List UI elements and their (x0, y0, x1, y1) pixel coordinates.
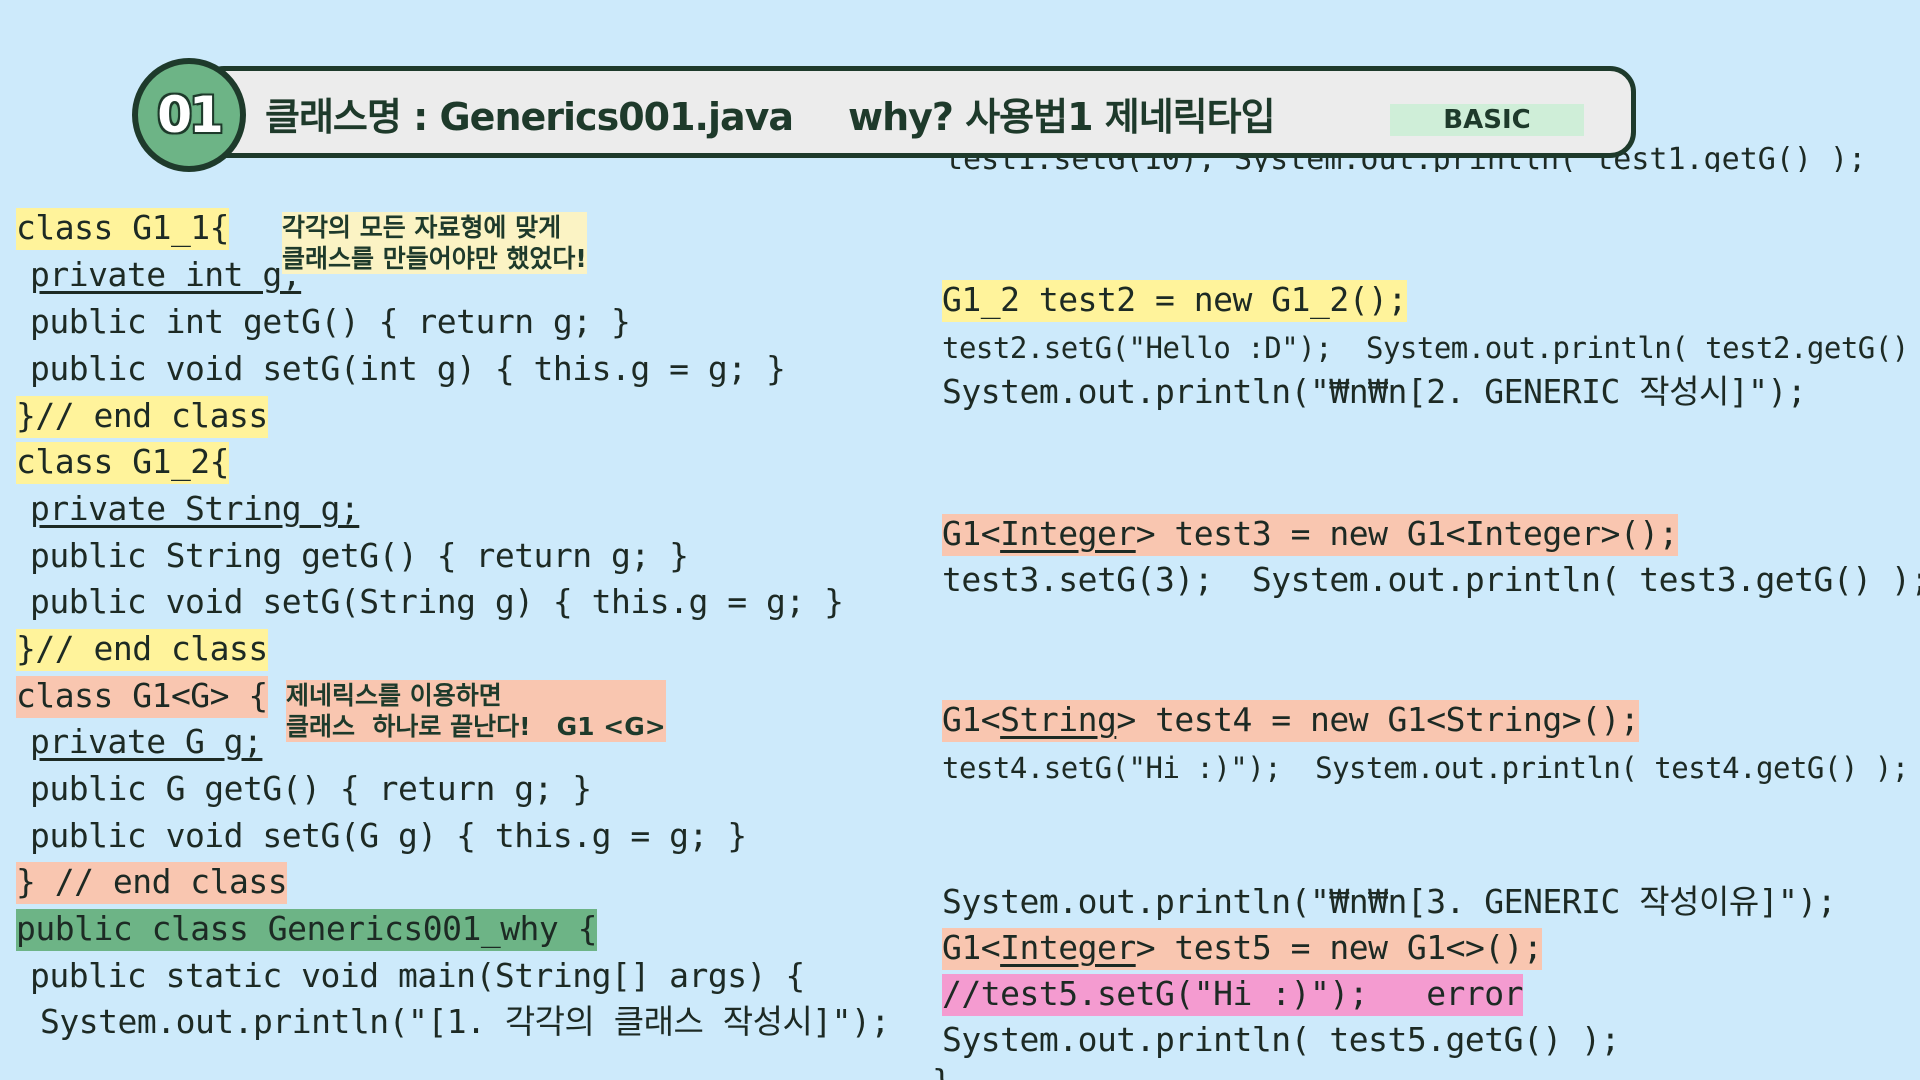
code-line: } // end class (16, 862, 288, 904)
code-token: G1< (942, 928, 1001, 967)
code-line: public int getG() { return g; } (30, 302, 631, 341)
code-line: System.out.println("₩n₩n[2. GENERIC 작성시]… (942, 372, 1807, 411)
code-token: G1< (942, 700, 1001, 739)
note-text: 클래스를 만들어야만 했었다! (282, 244, 587, 273)
code-token: > test4 = new G1<String>(); (1116, 700, 1640, 739)
note-generics-one-class: 제네릭스를 이용하면 클래스 하나로 끝난다! G1 <G> (286, 680, 666, 742)
note-text: 제네릭스를 이용하면 (286, 681, 502, 710)
topic-subtitle: why? 사용법1 제네릭타입 (848, 95, 1276, 139)
code-line: G1<Integer> test5 = new G1<>(); (942, 928, 1543, 970)
code-line: test4.setG("Hi :)"); System.out.println(… (942, 751, 1909, 785)
code-line: G1<String> test4 = new G1<String>(); (942, 700, 1640, 742)
class-name-title: 클래스명 : Generics001.java (265, 95, 794, 139)
code-token-type: Integer (1000, 928, 1136, 967)
code-line: System.out.println( test5.getG() ); (942, 1020, 1620, 1059)
code-line: }// end class (16, 396, 268, 438)
code-line: public void setG(int g) { this.g = g; } (30, 349, 786, 388)
code-line: G1<Integer> test3 = new G1<Integer>(); (942, 514, 1678, 556)
code-line: class G1_2{ (16, 442, 230, 484)
code-line: G1_2 test2 = new G1_2(); (942, 280, 1407, 322)
code-token: > test3 = new G1<Integer>(); (1135, 514, 1679, 553)
code-line: public void setG(G g) { this.g = g; } (30, 816, 747, 855)
note-text: 각각의 모든 자료형에 맞게 (282, 213, 562, 242)
code-line: private int g; (30, 255, 302, 294)
code-line: public void setG(String g) { this.g = g;… (30, 582, 844, 621)
code-line: public static void main(String[] args) { (30, 956, 805, 995)
code-line: test2.setG("Hello :D"); System.out.print… (942, 331, 1920, 365)
note-text: 클래스 하나로 끝난다! G1 <G> (286, 712, 666, 741)
code-line: }// end class (16, 629, 268, 671)
code-line: public class Generics001_why { (16, 909, 598, 951)
slide-number-badge: 01 (132, 58, 246, 172)
code-line: System.out.println("₩n₩n[3. GENERIC 작성이유… (942, 882, 1837, 921)
code-line-error: //test5.setG("Hi :)"); error (942, 974, 1524, 1016)
code-line: System.out.println("[1. 각각의 클래스 작성시]"); (40, 1002, 890, 1041)
level-tag: BASIC (1390, 104, 1584, 136)
code-line: private G g; (30, 722, 263, 761)
code-line: } (932, 1062, 951, 1080)
code-line: public String getG() { return g; } (30, 536, 689, 575)
code-token: > test5 = new G1<>(); (1135, 928, 1543, 967)
code-line: public G getG() { return g; } (30, 769, 592, 808)
code-line: class G1_1{ (16, 208, 230, 250)
code-token-type: String (1000, 700, 1117, 739)
code-token: G1< (942, 514, 1001, 553)
code-line: class G1<G> { (16, 676, 268, 718)
note-separate-classes: 각각의 모든 자료형에 맞게 클래스를 만들어야만 했었다! (282, 212, 587, 274)
code-token-type: Integer (1000, 514, 1136, 553)
code-line: private String g; (30, 489, 360, 528)
code-line: test3.setG(3); System.out.println( test3… (942, 560, 1920, 599)
